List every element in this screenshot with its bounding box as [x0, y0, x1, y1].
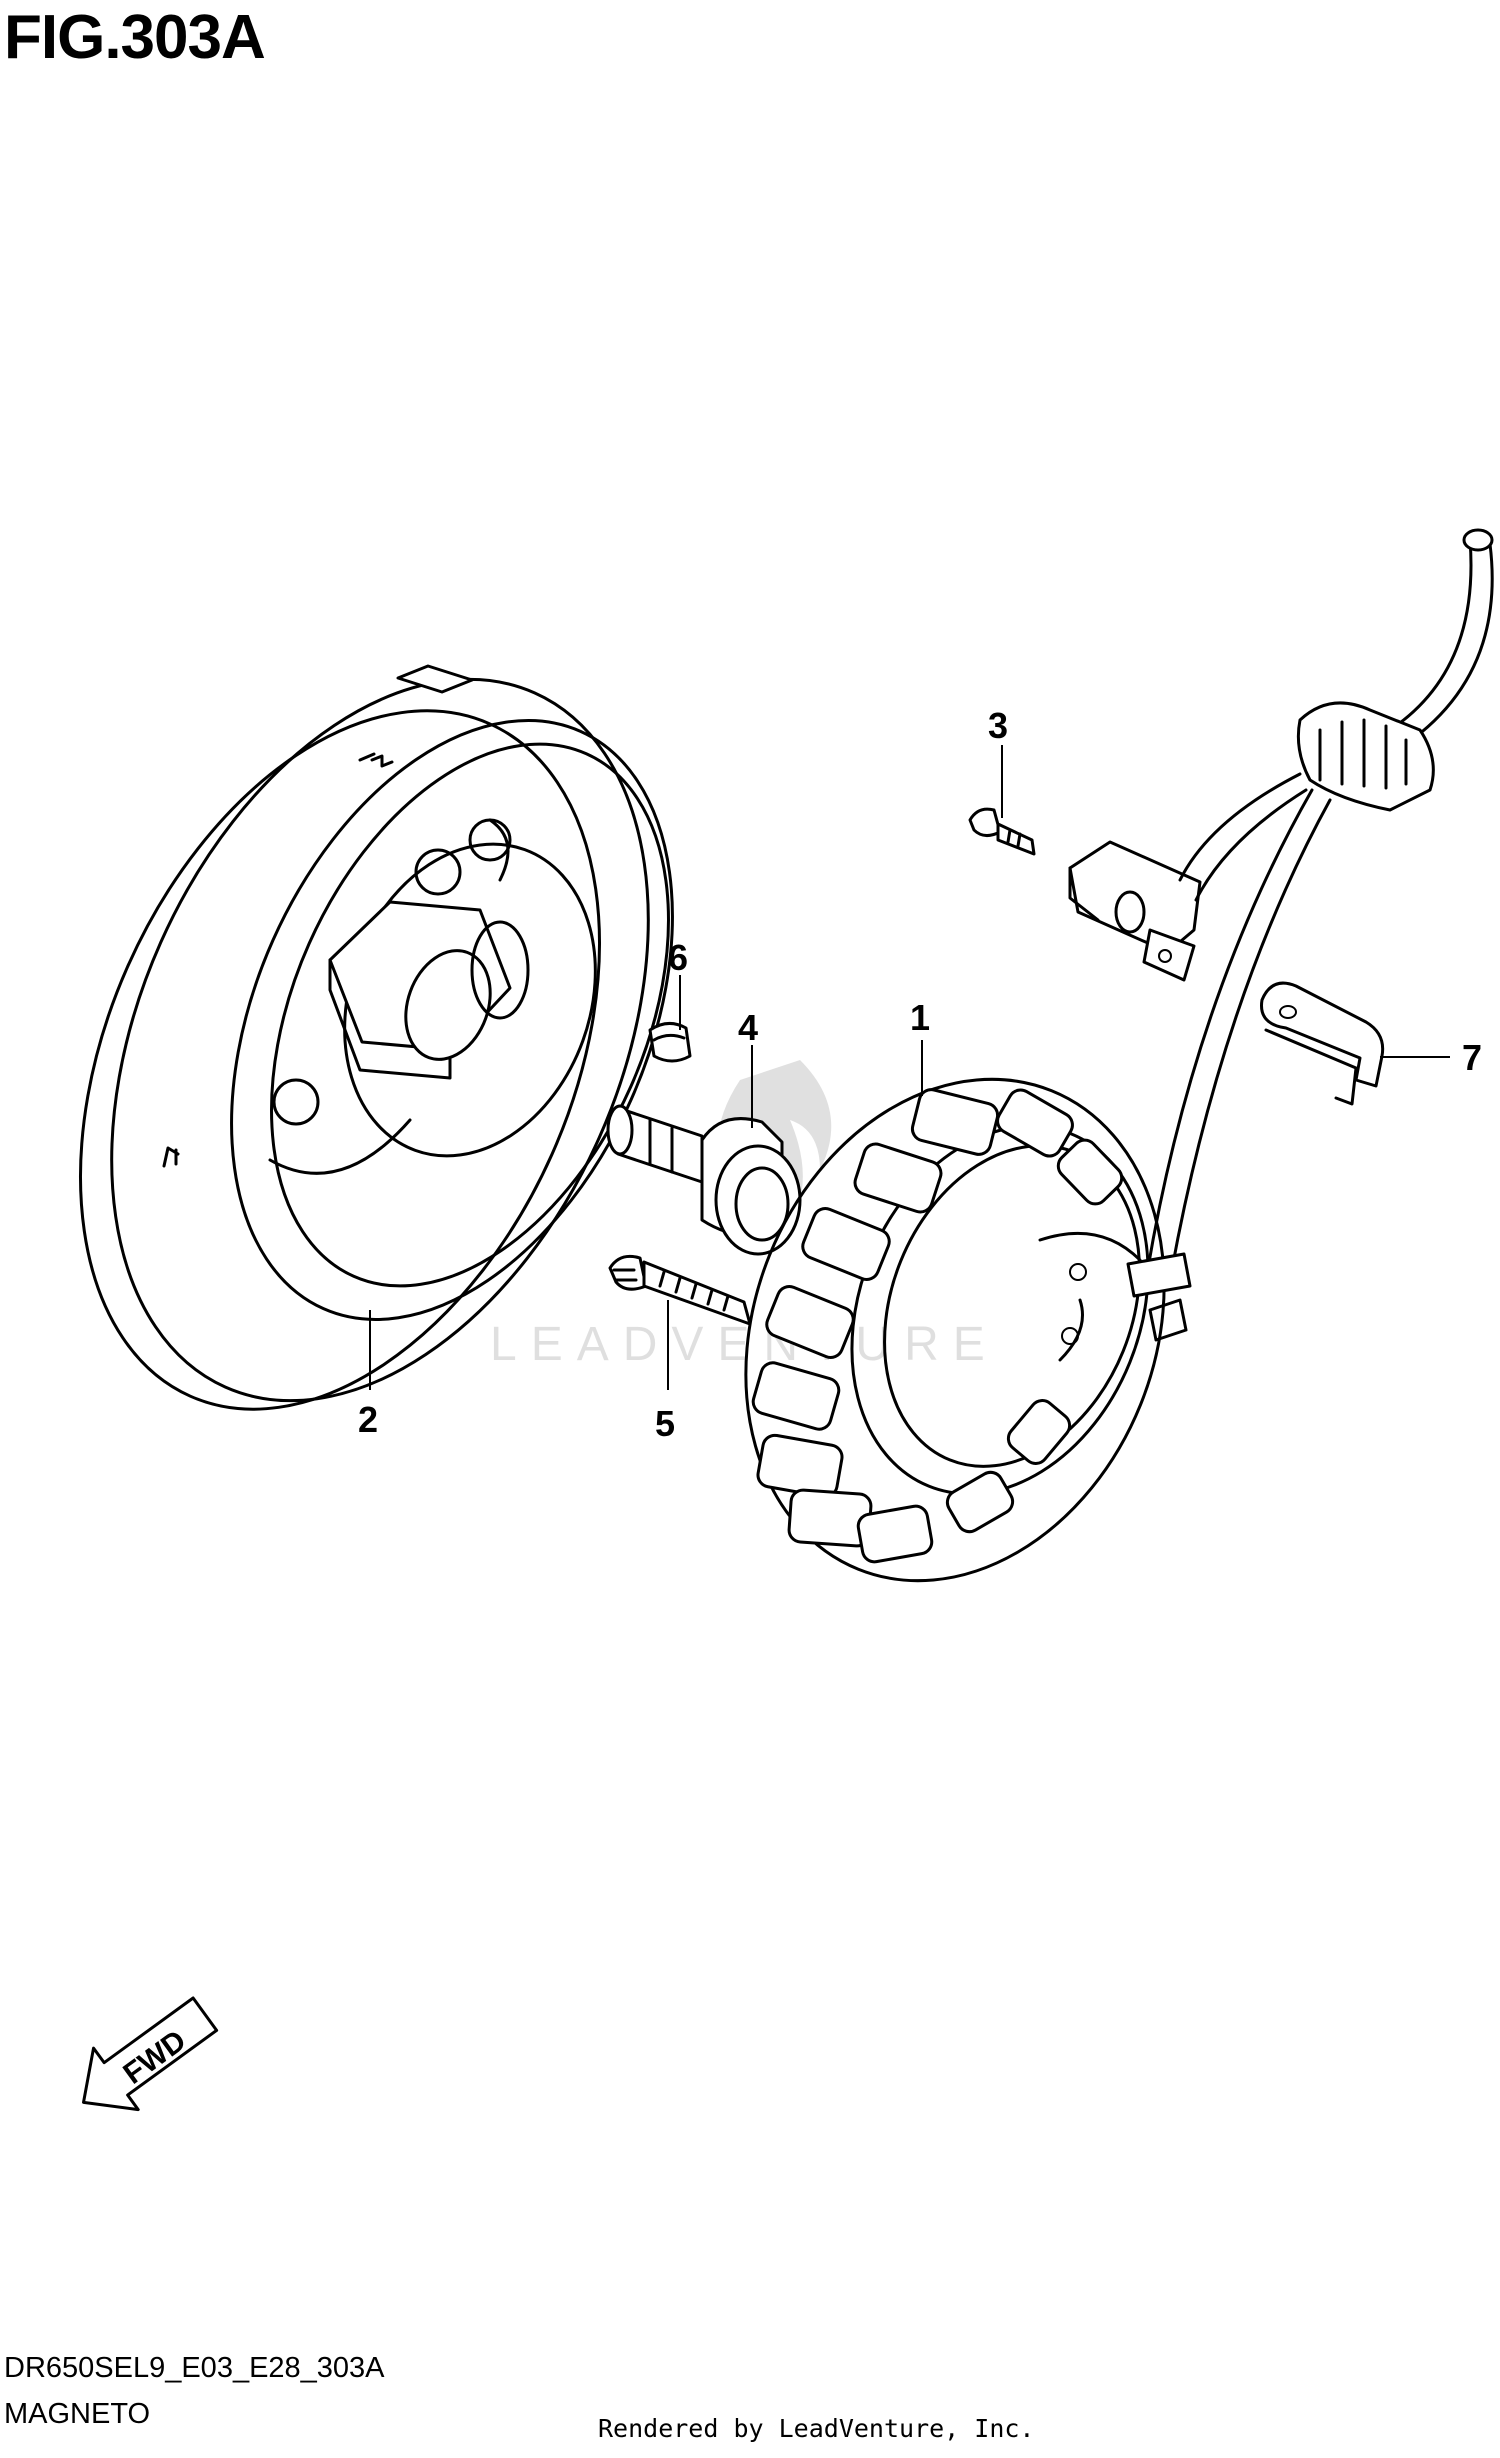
- figure-title: FIG.303A: [4, 3, 266, 72]
- leader-lines: [369, 745, 1450, 1390]
- callout-numbers: 1 2 3 4 5 6 7: [358, 705, 1482, 1444]
- callout-3: 3: [988, 705, 1008, 746]
- callout-6: 6: [668, 937, 688, 978]
- callout-2: 2: [358, 1399, 378, 1440]
- stator-coil[interactable]: [673, 1016, 1237, 1644]
- callout-1: 1: [910, 997, 930, 1038]
- pickup-bolt[interactable]: [968, 807, 1036, 856]
- callout-7: 7: [1462, 1037, 1482, 1078]
- diagram-code: DR650SEL9_E03_E28_303A: [4, 2352, 385, 2384]
- flywheel-rotor[interactable]: [0, 595, 760, 1490]
- wire-clamp[interactable]: [1260, 981, 1385, 1106]
- woodruff-key[interactable]: [648, 1022, 692, 1063]
- callout-4: 4: [738, 1007, 758, 1048]
- section-name: MAGNETO: [4, 2398, 151, 2430]
- rotor-bolt[interactable]: [606, 1104, 802, 1256]
- fwd-arrow: FWD: [82, 1996, 219, 2112]
- render-credit: Rendered by LeadVenture, Inc.: [598, 2414, 1035, 2443]
- stator-screw[interactable]: [608, 1254, 752, 1326]
- pickup-coil-harness[interactable]: [1068, 528, 1494, 1298]
- callout-5: 5: [655, 1403, 675, 1444]
- watermark-text: LEADVENTURE: [490, 1318, 999, 1371]
